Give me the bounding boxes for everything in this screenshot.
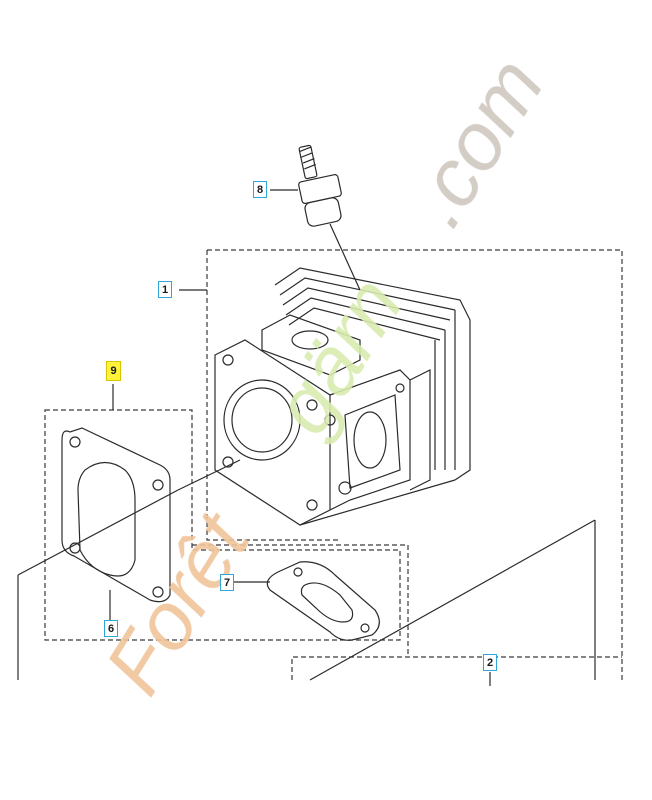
callout-8[interactable]: 8 — [253, 181, 267, 198]
watermark-green: gärn — [256, 262, 420, 449]
watermark-orange: Forêt — [88, 496, 268, 709]
callout-7[interactable]: 7 — [220, 574, 234, 591]
watermark-grey: .com — [390, 43, 561, 242]
callout-6[interactable]: 6 — [104, 620, 118, 637]
callout-1[interactable]: 1 — [158, 281, 172, 298]
base-gasket-drawing — [61, 427, 171, 603]
watermark: Forêt gärn .com — [88, 43, 561, 710]
callout-9[interactable]: 9 — [106, 361, 121, 381]
exhaust-gasket-drawing — [266, 561, 380, 641]
gasket-set-9-outline — [44, 409, 401, 641]
kit-1-outline — [206, 249, 623, 680]
cylinder-drawing — [214, 267, 471, 526]
callout-2[interactable]: 2 — [483, 654, 497, 671]
kit-2-outline — [291, 656, 622, 680]
